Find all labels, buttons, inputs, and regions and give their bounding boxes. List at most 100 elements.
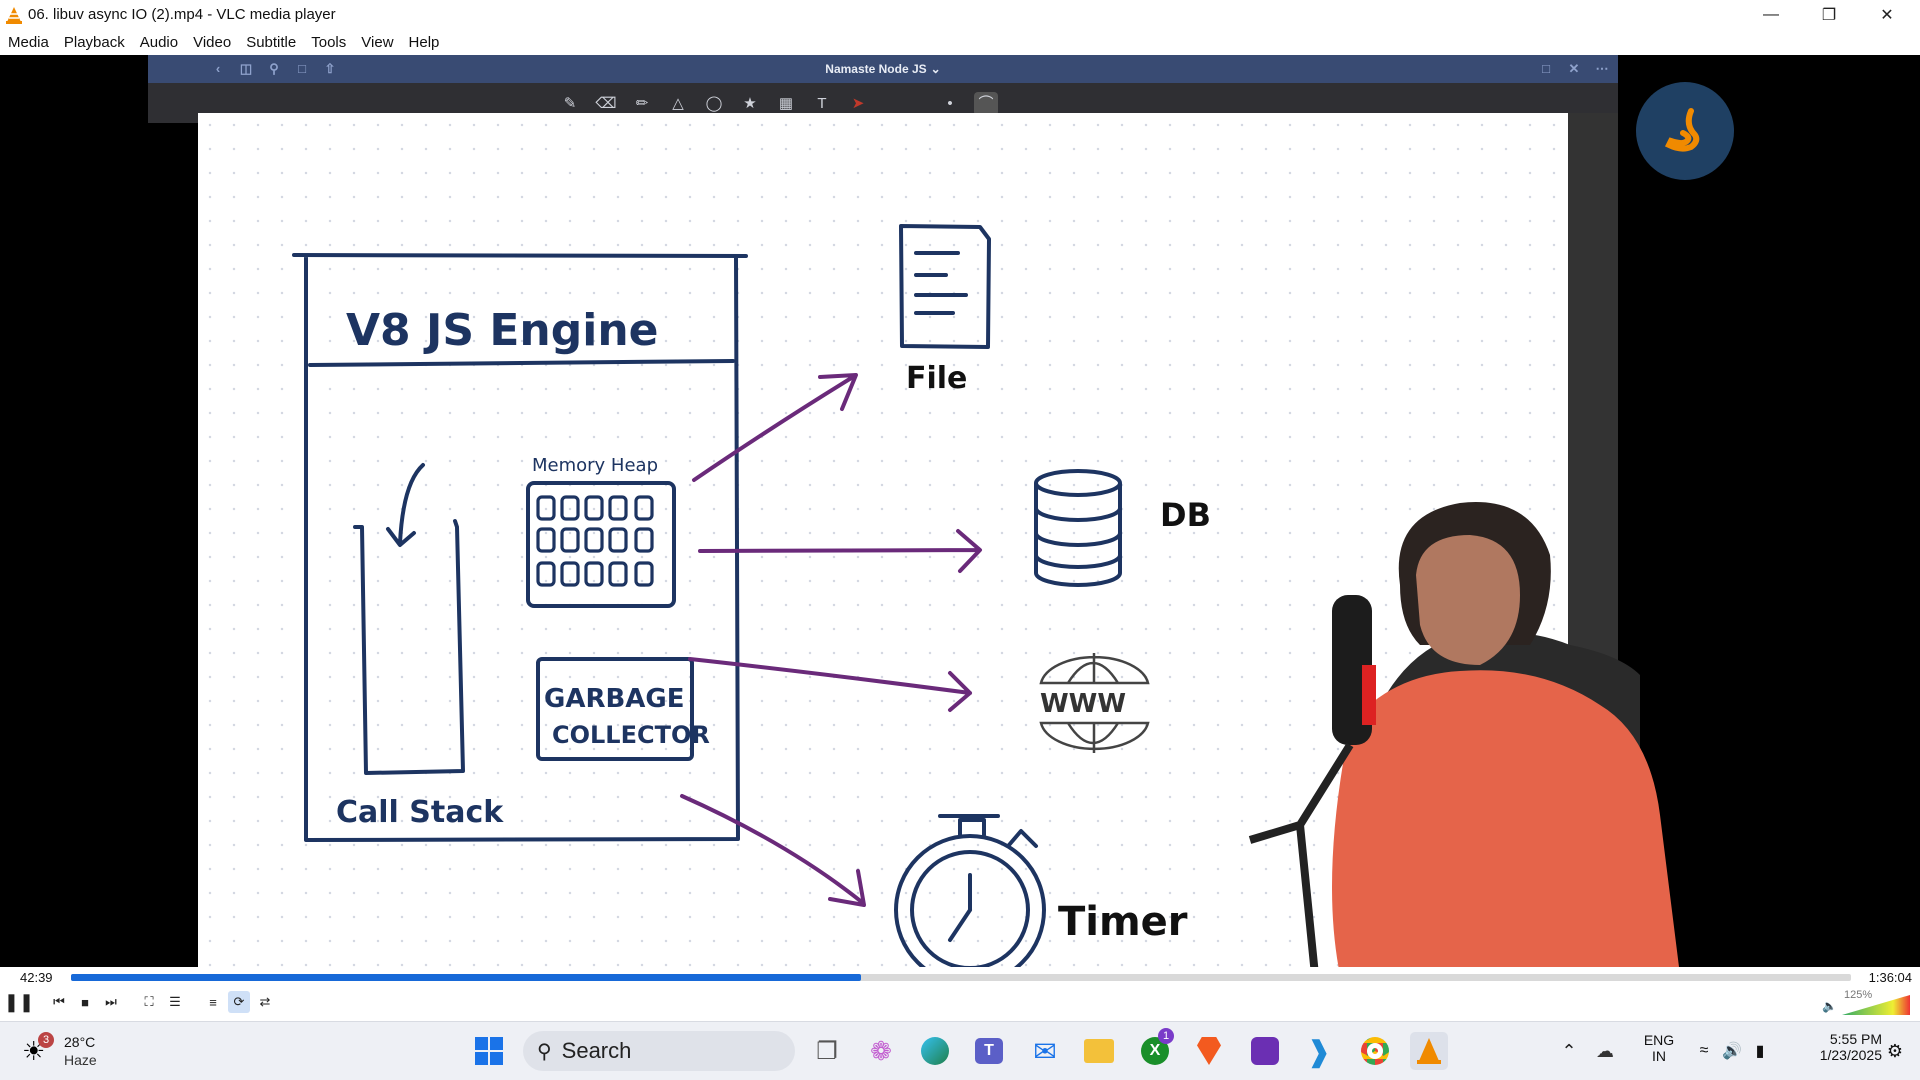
back-icon: ‹ xyxy=(215,61,221,76)
call-stack-label: Call Stack xyxy=(336,795,504,830)
clock[interactable]: 5:55 PM 1/23/2025 xyxy=(1790,1031,1882,1063)
mail-icon: ✉ xyxy=(1033,1035,1057,1067)
eraser-icon: ⌫ xyxy=(595,95,617,112)
windows-logo-icon xyxy=(475,1037,503,1065)
engine-box xyxy=(292,253,748,842)
language-code: ENG xyxy=(1643,1032,1675,1048)
window-title: 06. libuv async IO (2).mp4 - VLC media p… xyxy=(28,6,336,23)
menu-audio[interactable]: Audio xyxy=(139,33,179,51)
copilot-button[interactable]: ❁ xyxy=(862,1032,900,1070)
playlist-icon: ≡ xyxy=(209,994,217,1010)
call-stack-box xyxy=(353,519,465,775)
menu-playback[interactable]: Playback xyxy=(63,33,125,51)
teams-button[interactable]: T xyxy=(970,1032,1008,1070)
previous-button[interactable]: ⏮ xyxy=(48,991,70,1013)
minimize-icon: — xyxy=(1763,5,1779,23)
brave-button[interactable] xyxy=(1190,1032,1228,1070)
menu-video[interactable]: Video xyxy=(193,33,232,51)
pen-icon: ✎ xyxy=(563,95,577,112)
share-icon: ⇧ xyxy=(324,61,336,76)
windows-taskbar: ☀ 3 28°C Haze ⚲ Search ❐ ❁ T ✉ X 1 ❱ ⌃ ☁… xyxy=(0,1021,1920,1080)
start-button[interactable] xyxy=(470,1032,508,1070)
vlc-taskbar-button[interactable] xyxy=(1410,1032,1448,1070)
weather-temp: 28°C xyxy=(64,1034,96,1050)
battery-icon: ▮ xyxy=(1755,1043,1765,1060)
search-icon: ⚲ xyxy=(537,1040,552,1063)
presenter-webcam xyxy=(1248,502,1679,967)
extended-settings-button[interactable]: ☰ xyxy=(164,991,186,1013)
next-icon: ⏭ xyxy=(105,994,117,1009)
pause-button[interactable]: ❚❚ xyxy=(4,991,34,1013)
edge-button[interactable] xyxy=(916,1032,954,1070)
playlist-button[interactable]: ≡ xyxy=(202,991,224,1013)
menu-tools[interactable]: Tools xyxy=(311,33,347,51)
close-button[interactable]: ✕ xyxy=(1858,0,1916,29)
volume-slider[interactable]: 🔈 125% xyxy=(1822,989,1912,1015)
task-view-button[interactable]: ❐ xyxy=(808,1032,846,1070)
menu-bar: Media Playback Audio Video Subtitle Tool… xyxy=(0,29,1920,55)
volume-button[interactable]: 🔊 xyxy=(1718,1032,1746,1070)
restore-button[interactable]: ❐ xyxy=(1800,0,1858,29)
laser-pointer-icon: ➤ xyxy=(851,95,865,112)
memory-heap-cells xyxy=(536,495,654,587)
gc-label-line1: GARBAGE xyxy=(544,684,685,714)
clock-time: 5:55 PM xyxy=(1829,1031,1882,1047)
task-view-icon: ❐ xyxy=(816,1037,838,1065)
hand-logo-icon xyxy=(1636,82,1734,180)
menu-subtitle[interactable]: Subtitle xyxy=(246,33,297,51)
brave-icon xyxy=(1197,1037,1221,1065)
vscode-button[interactable]: ❱ xyxy=(1300,1032,1338,1070)
bookmark-icon: □ xyxy=(298,61,306,76)
app-button[interactable] xyxy=(1246,1032,1284,1070)
highlighter-icon: ✏ xyxy=(635,95,649,112)
edge-icon xyxy=(921,1037,949,1065)
player-controls: 42:39 1:36:04 ❚❚ ⏮ ■ ⏭ ⛶ ☰ ≡ ⟳ ⇄ 🔈 125% xyxy=(0,967,1920,1021)
notes-title: Namaste Node JS xyxy=(825,62,927,76)
mail-button[interactable]: ✉ xyxy=(1026,1032,1064,1070)
language-indicator[interactable]: ENG IN xyxy=(1642,1032,1676,1064)
menu-view[interactable]: View xyxy=(361,33,394,51)
shuffle-button[interactable]: ⇄ xyxy=(254,991,276,1013)
fullscreen-icon: ⛶ xyxy=(144,994,154,1009)
xbox-button[interactable]: X 1 xyxy=(1136,1028,1174,1070)
chrome-icon xyxy=(1361,1037,1389,1065)
battery-button[interactable]: ▮ xyxy=(1746,1032,1774,1070)
taskbar-search[interactable]: ⚲ Search xyxy=(523,1031,795,1071)
globe-www-icon xyxy=(1039,653,1150,753)
region-code: IN xyxy=(1652,1048,1666,1064)
show-hidden-icons-button[interactable]: ⌃ xyxy=(1554,1032,1584,1070)
db-label: DB xyxy=(1160,496,1211,534)
page-add-icon: □ xyxy=(1542,61,1550,76)
video-frame[interactable]: ‹ ◫ ⚲ □ ⇧ Namaste Node JS ⌄ □ ✕ ⋯ ✎ ⌫ ✏ … xyxy=(0,55,1920,967)
volume-label: 125% xyxy=(1844,989,1873,1001)
seek-progress xyxy=(71,974,861,981)
fullscreen-button[interactable]: ⛶ xyxy=(138,991,160,1013)
copilot-icon: ❁ xyxy=(870,1035,892,1066)
weather-widget[interactable]: ☀ 3 28°C Haze xyxy=(22,1032,132,1072)
chrome-button[interactable] xyxy=(1356,1032,1394,1070)
stop-button[interactable]: ■ xyxy=(74,991,96,1013)
lasso-icon: ◯ xyxy=(705,95,723,112)
chevron-up-icon: ⌃ xyxy=(1561,1040,1577,1061)
memory-heap-box xyxy=(526,481,676,608)
seek-bar[interactable] xyxy=(71,974,1851,981)
file-explorer-button[interactable] xyxy=(1080,1032,1118,1070)
file-label: File xyxy=(906,361,967,396)
weather-badge: 3 xyxy=(38,1032,54,1048)
notifications-button[interactable]: ⚙ xyxy=(1880,1032,1910,1070)
next-button[interactable]: ⏭ xyxy=(100,991,122,1013)
restore-icon: ❐ xyxy=(1821,6,1837,24)
stopwatch-icon xyxy=(894,834,1046,967)
minimize-button[interactable]: — xyxy=(1742,0,1800,29)
loop-button[interactable]: ⟳ xyxy=(228,991,250,1013)
call-stack-arrow xyxy=(386,463,425,547)
shapes-icon: △ xyxy=(672,95,684,112)
onedrive-button[interactable]: ☁ xyxy=(1590,1032,1620,1070)
menu-media[interactable]: Media xyxy=(8,33,49,51)
menu-help[interactable]: Help xyxy=(408,33,440,51)
www-label: WWW xyxy=(1040,689,1126,719)
bell-icon: ⚙ xyxy=(1886,1040,1904,1061)
speaker-icon: 🔊 xyxy=(1722,1043,1742,1060)
wifi-button[interactable]: ≈ xyxy=(1690,1032,1718,1070)
file-icon xyxy=(899,224,991,349)
